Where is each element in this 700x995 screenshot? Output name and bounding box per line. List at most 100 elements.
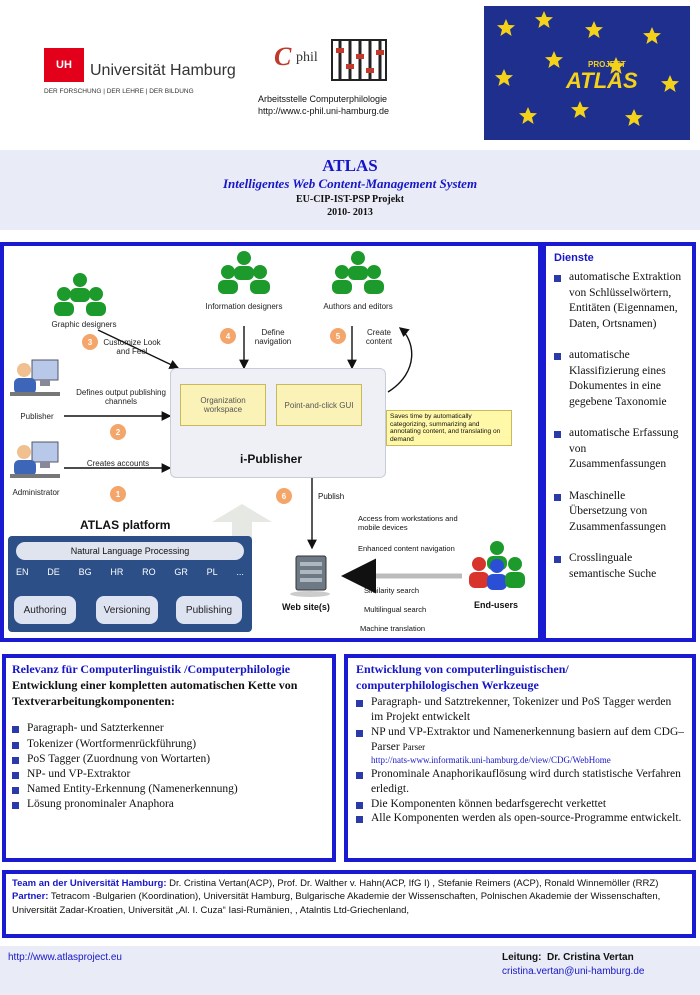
poster-subtitle: Intelligentes Web Content-Management Sys…	[222, 176, 478, 191]
relevanz-item: Lösung pronominaler Anaphora	[12, 797, 326, 812]
dienste-heading: Dienste	[554, 252, 594, 264]
step-4: 4	[220, 328, 236, 344]
nlp-bar: Natural Language Processing	[16, 542, 244, 560]
versioning-module: Versioning	[96, 596, 158, 624]
lang-more: ...	[236, 567, 244, 577]
project-line: EU-CIP-IST-PSP Projekt	[295, 194, 405, 205]
uhh-logo: UH Universität Hamburg DER FORSCHUNG | D…	[44, 46, 244, 106]
team-box: Team an der Universität Hamburg: Dr. Cri…	[2, 870, 696, 938]
entwicklung-item: Alle Komponenten werden als open-source-…	[356, 811, 684, 826]
team-label: Team an der Universität Hamburg:	[12, 878, 167, 889]
bullet-icon	[554, 275, 561, 282]
server-icon	[290, 555, 330, 597]
relevanz-item: Paragraph- und Satzterkenner	[12, 721, 326, 736]
dienste-item: automatische Klassifizierung eines Dokum…	[554, 348, 686, 410]
relevanz-item: Tokenizer (Wortformenrückführung)	[12, 737, 326, 752]
end-users-icon	[469, 541, 525, 590]
publish-label: Publish	[318, 492, 345, 501]
lang-gr: GR	[174, 567, 188, 577]
lang-bg: BG	[78, 567, 92, 577]
relevanz-item: Named Entity-Erkennung (Namenerkennung)	[12, 782, 326, 797]
partner-line: Partner: Tetracom -Bulgarien (Koordinati…	[12, 890, 686, 917]
language-row: EN DE BG HR RO GR PL ...	[16, 567, 244, 577]
relevanz-intro: Entwicklung einer kompletten automatisch…	[12, 678, 298, 709]
relevanz-heading: Relevanz für Computerlinguistik /Compute…	[12, 662, 291, 676]
atlas-logo-title: ATLAS	[566, 68, 638, 93]
end-users-label: End-users	[474, 600, 519, 610]
bullet-icon	[554, 493, 561, 501]
creates-accounts-label: Creates accounts	[86, 459, 150, 468]
team-text: Dr. Cristina Vertan(ACP), Prof. Dr. Walt…	[169, 878, 659, 889]
dienste-box: Dienste automatische Extraktion von Schl…	[542, 242, 696, 642]
step-6: 6	[276, 488, 292, 504]
bullet-icon	[12, 726, 19, 734]
machine-translation-label: Machine translation	[360, 624, 426, 633]
authoring-module: Authoring	[14, 596, 76, 624]
bullet-icon	[12, 787, 19, 795]
cphil-logo-mark: C phil	[274, 36, 387, 86]
dienste-item: automatische Extraktion von Schlüsselwör…	[554, 270, 686, 332]
bullet-icon	[356, 771, 363, 779]
parser-small: Parser	[402, 742, 426, 752]
bullet-icon	[12, 741, 19, 749]
bullet-icon	[554, 353, 561, 361]
leitung: Leitung: Dr. Cristina Vertan	[502, 952, 634, 963]
entwicklung-link-row: http://nats-www.informatik.uni-hamburg.d…	[356, 755, 684, 767]
poster-title: ATLAS	[322, 156, 378, 175]
uhh-name: Universität Hamburg	[90, 62, 236, 79]
team-line: Team an der Universität Hamburg: Dr. Cri…	[12, 877, 686, 890]
point-click-gui: Point-and-click GUI	[276, 384, 362, 426]
uhh-logo-mark: UH	[44, 48, 84, 82]
graphic-designers-icon	[54, 273, 106, 316]
cphil-logo: C phil Arbeitsstelle Computerphilologie …	[258, 30, 418, 125]
cphil-url[interactable]: http://www.c-phil.uni-hamburg.de	[258, 106, 390, 116]
customize-label: Customize Look and Feel	[103, 338, 161, 356]
ipublisher-label: i-Publisher	[240, 452, 303, 466]
enhanced-label: Enhanced content navigation	[358, 544, 455, 553]
step-2: 2	[110, 424, 126, 440]
atlas-logo: PROJECT ATLAS	[484, 6, 690, 140]
step-3: 3	[82, 334, 98, 350]
years-line: 2010- 2013	[327, 207, 373, 218]
access-label: Access from workstations and mobile devi…	[358, 514, 458, 532]
step-1: 1	[110, 486, 126, 502]
step-5: 5	[330, 328, 346, 344]
administrator-label: Administrator	[12, 488, 60, 497]
title-band: ATLAS Intelligentes Web Content-Manageme…	[0, 150, 700, 230]
entwicklung-heading: Entwicklung von computerlinguistischen/ …	[356, 662, 569, 692]
lang-hr: HR	[110, 567, 124, 577]
website-label: Web site(s)	[282, 602, 330, 612]
entwicklung-item: Paragraph- und Satztrekenner, Tokenizer …	[356, 695, 684, 725]
information-designers-label: Information designers	[205, 302, 283, 311]
bullet-icon	[554, 431, 561, 439]
uhh-tagline: DER FORSCHUNG | DER LEHRE | DER BILDUNG	[44, 88, 194, 95]
authors-editors-label: Authors and editors	[323, 302, 393, 311]
entwicklung-item: NP und VP-Extraktor und Namenerkennung b…	[356, 725, 684, 755]
bullet-icon	[356, 700, 363, 708]
partner-label: Partner:	[12, 891, 49, 903]
diagram-arrows	[64, 326, 462, 594]
lang-en: EN	[16, 567, 29, 577]
similarity-label: Similarity search	[364, 586, 420, 595]
publishing-module: Publishing	[176, 596, 242, 624]
bullet-icon	[356, 730, 363, 738]
cphil-name: Arbeitsstelle Computerphilologie	[258, 94, 388, 104]
contact-email[interactable]: cristina.vertan@uni-hamburg.de	[502, 966, 645, 977]
bullet-icon	[356, 816, 363, 824]
entwicklung-box: Entwicklung von computerlinguistischen/ …	[344, 654, 696, 862]
entwicklung-item: Die Komponenten können bedarfsgerecht ve…	[356, 797, 684, 812]
project-url[interactable]: http://www.atlasproject.eu	[8, 952, 122, 963]
dienste-item: Crosslinguale semantische Suche	[554, 551, 686, 582]
nlp-label: Natural Language Processing	[70, 546, 190, 556]
partner-text: Tetracom -Bulgarien (Koordination), Univ…	[12, 891, 661, 916]
org-workspace-label: Organization workspace	[200, 396, 246, 414]
cdg-link[interactable]: http://nats-www.informatik.uni-hamburg.d…	[371, 754, 611, 765]
bullet-icon	[12, 802, 19, 810]
bullet-icon	[12, 756, 19, 764]
footer-band	[0, 946, 700, 995]
entwicklung-item: Pronominale Anaphorikauflösung wird durc…	[356, 767, 684, 797]
org-workspace: Organization workspace	[180, 384, 266, 426]
publisher-label: Publisher	[20, 412, 54, 421]
defines-output-label: Defines output publishing channels	[76, 388, 166, 406]
relevanz-item: NP- und VP-Extraktor	[12, 767, 326, 782]
